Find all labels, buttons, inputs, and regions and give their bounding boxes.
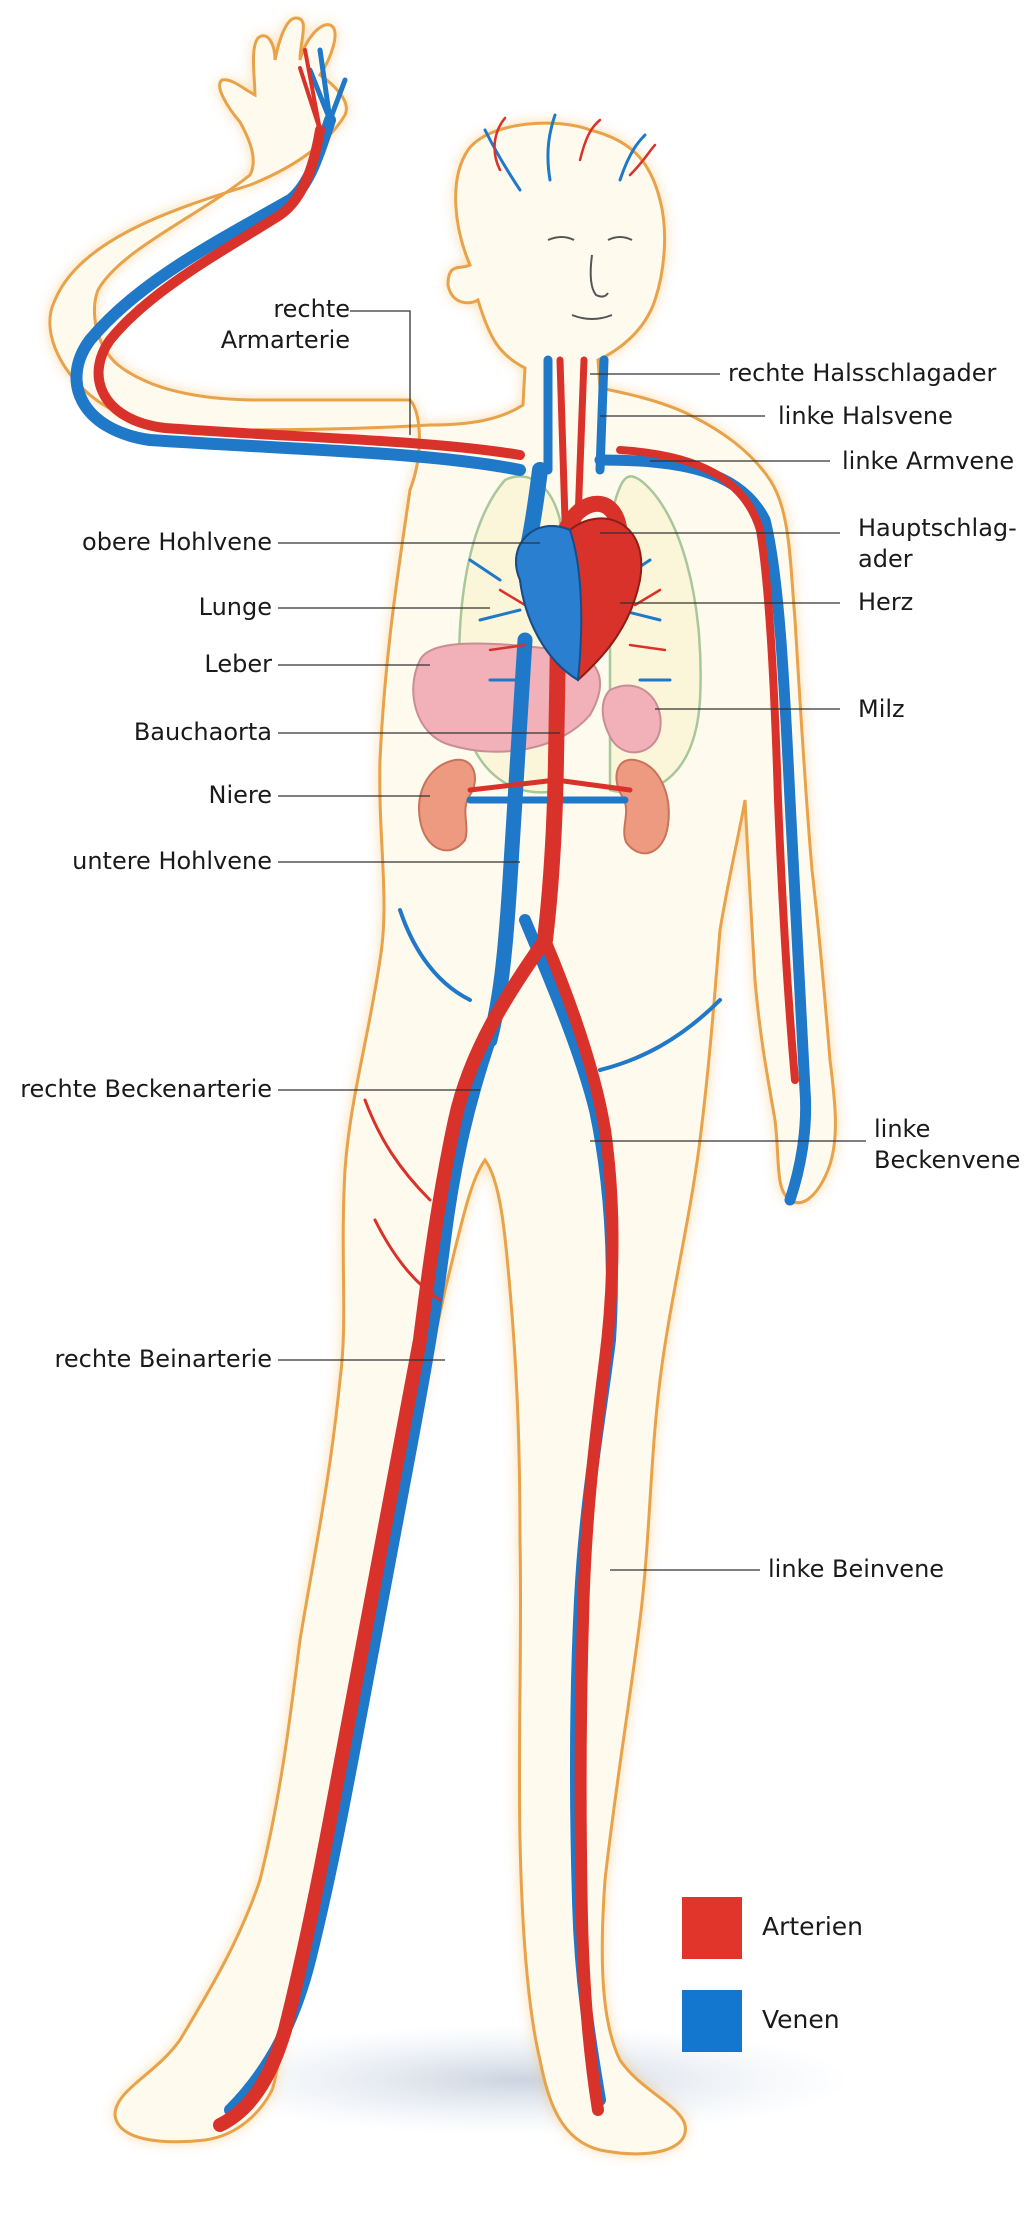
kidney-right [418,758,476,852]
floor-shadow [190,2025,850,2135]
label-linke-beinvene: linke Beinvene [768,1555,945,1583]
label-lunge: Lunge [198,593,272,621]
label-line: Hauptschlag- [858,514,1017,542]
label-line: rechte [273,295,350,323]
label-linke-armvene: linke Armvene [842,447,1015,475]
kidney-left [615,758,670,855]
legend-label-arterien: Arterien [762,1912,864,1941]
leader-lines [278,310,866,1571]
label-line: linke [874,1115,931,1143]
label-rechte-beckenarterie: rechte Beckenarterie [20,1075,272,1103]
label-line: ader [858,545,913,573]
legend-swatch-venen [682,1990,742,2052]
face [547,236,633,320]
label-rechte-armarterie: rechte Armarterie [221,294,350,356]
heart [515,517,643,682]
label-rechte-halsschlagader: rechte Halsschlagader [728,359,997,387]
label-rechte-beinarterie: rechte Beinarterie [54,1345,272,1373]
label-linke-beckenvene: linke Beckenvene [874,1114,1020,1176]
label-milz: Milz [858,695,905,723]
label-herz: Herz [858,588,914,616]
label-niere: Niere [208,781,273,809]
label-line: Armarterie [220,326,350,354]
label-linke-halsvene: linke Halsvene [778,402,953,430]
label-untere-hohlvene: untere Hohlvene [72,847,272,875]
label-obere-hohlvene: obere Hohlvene [82,528,272,556]
legend-label-venen: Venen [762,2005,840,2034]
label-hauptschlagader: Hauptschlag- ader [858,513,1017,575]
label-leber: Leber [204,650,272,678]
legend-swatch-arterien [682,1897,742,1959]
spleen [601,684,662,754]
label-line: Beckenvene [874,1146,1021,1174]
label-bauchaorta: Bauchaorta [133,718,272,746]
